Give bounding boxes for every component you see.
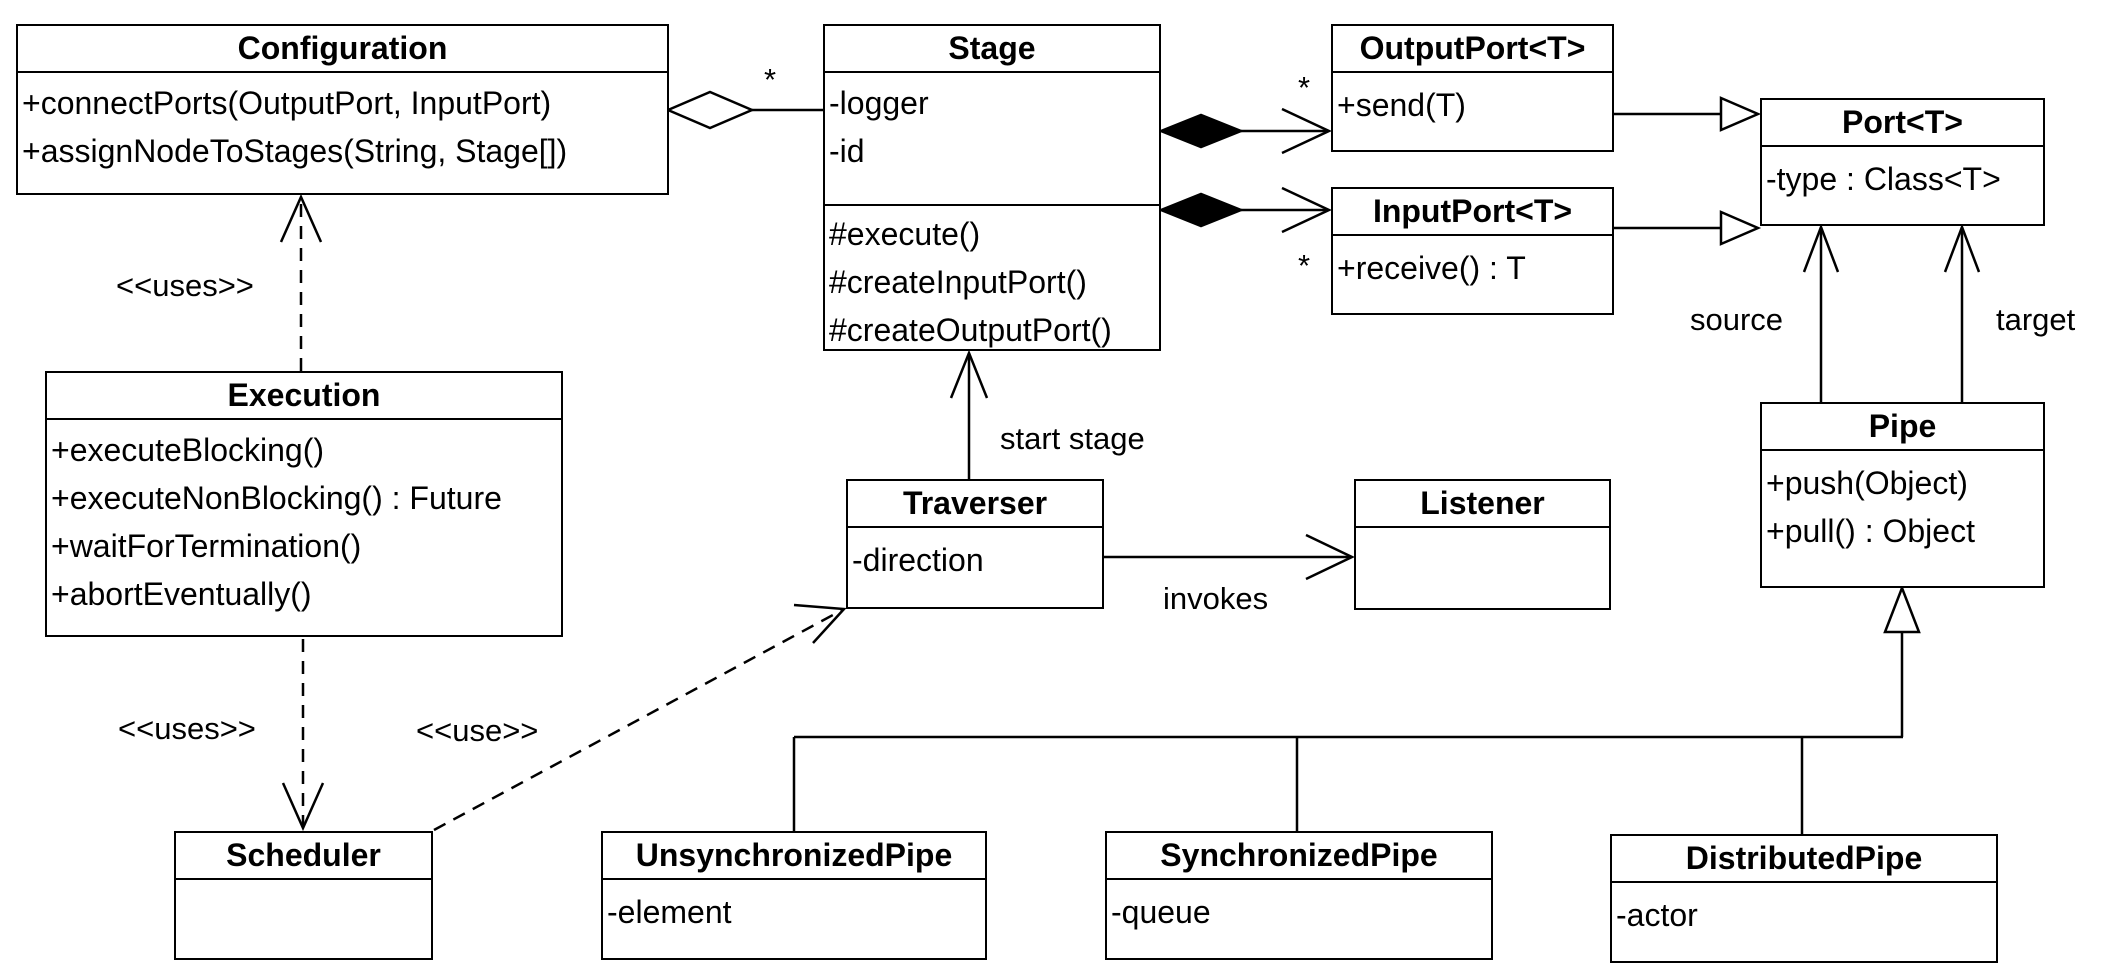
operation: +receive() : T	[1337, 250, 1526, 286]
attribute: -actor	[1616, 897, 1698, 933]
class-unsynchronizedpipe[interactable]: UnsynchronizedPipe -element	[601, 831, 987, 960]
operation: #createOutputPort()	[829, 312, 1112, 348]
label-use-traverser: <<use>>	[416, 713, 539, 748]
attributes-compartment	[1356, 528, 1609, 538]
label-invokes: invokes	[1163, 581, 1269, 616]
edge-scheduler-traverser	[433, 607, 845, 832]
operations-compartment: +connectPorts(OutputPort, InputPort) +as…	[18, 73, 667, 181]
arrow-outputport	[1281, 107, 1332, 155]
operations-compartment: #execute() #createInputPort() #createOut…	[825, 206, 1159, 360]
composition-diamond-output	[1157, 113, 1245, 149]
class-name: Scheduler	[176, 833, 431, 880]
class-name: SynchronizedPipe	[1107, 833, 1491, 880]
operation: +send(T)	[1337, 87, 1466, 123]
attribute: -queue	[1111, 894, 1211, 930]
attributes-compartment: -queue	[1107, 880, 1491, 942]
attribute: -type : Class<T>	[1766, 161, 2001, 197]
class-synchronizedpipe[interactable]: SynchronizedPipe -queue	[1105, 831, 1493, 960]
operation: +push(Object)	[1766, 465, 1968, 501]
label-start-stage: start stage	[1000, 421, 1145, 456]
operation: +executeNonBlocking() : Future	[51, 480, 502, 516]
generalization-triangle-pipe	[1883, 584, 1921, 634]
attributes-compartment: -element	[603, 880, 985, 942]
generalization-triangle-outputport	[1719, 96, 1762, 132]
class-outputport[interactable]: OutputPort<T> +send(T)	[1331, 24, 1614, 152]
operations-compartment: +send(T)	[1333, 73, 1612, 135]
multiplicity-stage-input: *	[1298, 248, 1311, 283]
class-name: UnsynchronizedPipe	[603, 833, 985, 880]
arrow-source	[1802, 223, 1840, 273]
multiplicity-stage-output: *	[1298, 70, 1311, 105]
arrow-uses-scheduler	[281, 782, 325, 832]
arrow-use-traverser	[793, 603, 847, 644]
operations-compartment: +receive() : T	[1333, 236, 1612, 298]
attribute: -element	[607, 894, 732, 930]
class-name: DistributedPipe	[1612, 836, 1996, 883]
attributes-compartment: -logger -id	[825, 73, 1159, 206]
attributes-compartment	[176, 880, 431, 890]
operation: +abortEventually()	[51, 576, 312, 612]
label-uses-scheduler: <<uses>>	[118, 711, 256, 746]
class-name: Traverser	[848, 481, 1102, 528]
attribute: -direction	[852, 542, 984, 578]
attribute: -id	[829, 133, 865, 169]
operations-compartment: +executeBlocking() +executeNonBlocking()…	[47, 420, 561, 624]
class-name: InputPort<T>	[1333, 189, 1612, 236]
class-configuration[interactable]: Configuration +connectPorts(OutputPort, …	[16, 24, 669, 195]
class-name: Execution	[47, 373, 561, 420]
multiplicity-config-stage: *	[764, 62, 777, 97]
generalization-triangle-inputport	[1719, 210, 1762, 246]
class-pipe[interactable]: Pipe +push(Object) +pull() : Object	[1760, 402, 2045, 588]
class-scheduler[interactable]: Scheduler	[174, 831, 433, 960]
operations-compartment: +push(Object) +pull() : Object	[1762, 451, 2043, 561]
attribute: -logger	[829, 85, 929, 121]
class-listener[interactable]: Listener	[1354, 479, 1611, 610]
class-name: Port<T>	[1762, 100, 2043, 147]
class-stage[interactable]: Stage -logger -id #execute() #createInpu…	[823, 24, 1161, 351]
operation: +pull() : Object	[1766, 513, 1975, 549]
label-source: source	[1690, 302, 1784, 337]
class-distributedpipe[interactable]: DistributedPipe -actor	[1610, 834, 1998, 963]
class-name: Configuration	[18, 26, 667, 73]
operation: #createInputPort()	[829, 264, 1087, 300]
class-name: Pipe	[1762, 404, 2043, 451]
label-uses-config: <<uses>>	[116, 268, 254, 303]
class-execution[interactable]: Execution +executeBlocking() +executeNon…	[45, 371, 563, 637]
operation: +assignNodeToStages(String, Stage[])	[22, 133, 568, 169]
operation: #execute()	[829, 216, 981, 252]
class-traverser[interactable]: Traverser -direction	[846, 479, 1104, 609]
arrow-inputport	[1281, 186, 1332, 234]
operation: +waitForTermination()	[51, 528, 362, 564]
class-name: Stage	[825, 26, 1159, 73]
arrow-start-stage	[949, 349, 989, 399]
composition-diamond-input	[1157, 192, 1245, 228]
attributes-compartment: -direction	[848, 528, 1102, 590]
class-name: OutputPort<T>	[1333, 26, 1612, 73]
aggregation-diamond-config	[664, 90, 756, 130]
attributes-compartment: -actor	[1612, 883, 1996, 945]
operation: +executeBlocking()	[51, 432, 325, 468]
attributes-compartment: -type : Class<T>	[1762, 147, 2043, 209]
class-name: Listener	[1356, 481, 1609, 528]
operation: +connectPorts(OutputPort, InputPort)	[22, 85, 552, 121]
arrow-target	[1943, 223, 1981, 273]
arrow-uses-config	[279, 193, 323, 243]
arrow-invokes	[1305, 533, 1355, 581]
class-port[interactable]: Port<T> -type : Class<T>	[1760, 98, 2045, 226]
label-target: target	[1996, 302, 2076, 337]
class-inputport[interactable]: InputPort<T> +receive() : T	[1331, 187, 1614, 315]
